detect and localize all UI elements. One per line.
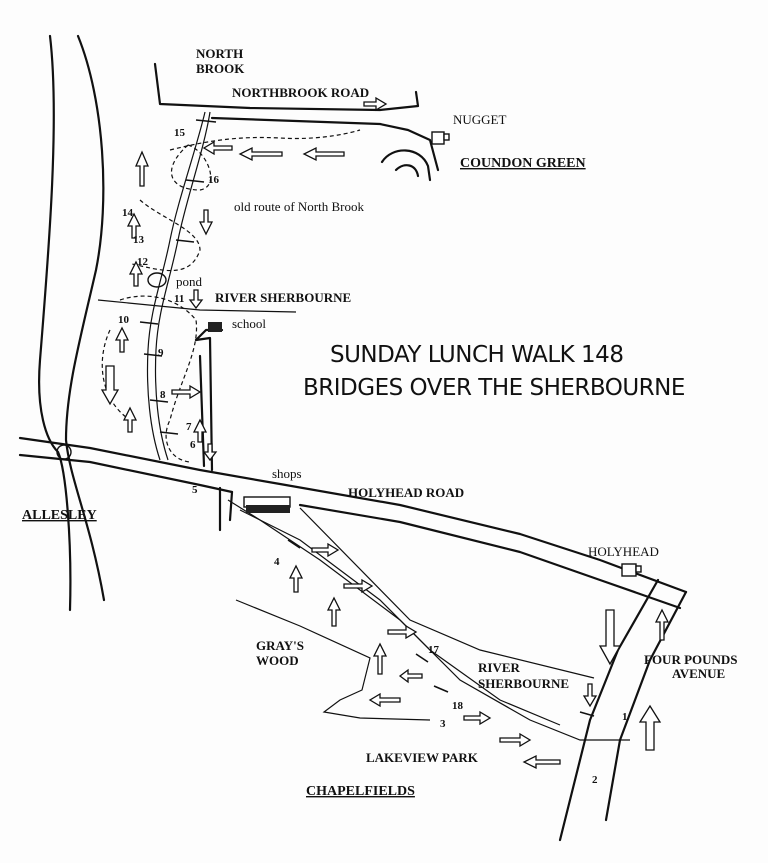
label-river-sherbourne-north: RIVER SHERBOURNE (215, 290, 351, 305)
holyhead-road-north-edge (18, 436, 688, 594)
road-south-of-5 (218, 486, 234, 532)
allesley-road-west-edge (38, 34, 72, 612)
holyhead-road-south-edge (18, 453, 682, 610)
school-lane (194, 336, 214, 472)
direction-arrows (100, 96, 670, 770)
point-12: 12 (137, 256, 149, 268)
point-5: 5 (192, 484, 198, 496)
label-four-pounds-1: FOUR POUNDS (644, 652, 738, 667)
label-grays-wood-2: WOOD (256, 653, 299, 668)
bridge-marks (139, 119, 595, 717)
point-16: 16 (208, 174, 220, 186)
label-northbrook-road: NORTHBROOK ROAD (232, 85, 369, 100)
label-allesley: ALLESLEY (22, 508, 97, 523)
label-north-brook-2: BROOK (196, 61, 245, 76)
nugget-pub-icon (431, 131, 450, 145)
point-8: 8 (160, 389, 166, 401)
sherbourne-through-park-2 (239, 509, 561, 726)
four-pounds-avenue-west (558, 578, 660, 842)
label-holyhead: HOLYHEAD (588, 544, 659, 559)
four-pounds-avenue-east (604, 590, 688, 822)
school-building (208, 322, 222, 332)
point-10: 10 (118, 314, 130, 326)
label-school: school (232, 316, 266, 331)
sherbourne-through-park (227, 499, 630, 741)
point-3: 3 (440, 718, 446, 730)
title-line-2: BRIDGES OVER THE SHERBOURNE (303, 375, 685, 401)
point-13: 13 (133, 234, 145, 246)
northbrook-road-north-edge (153, 62, 420, 112)
walk-route-north (169, 129, 361, 151)
label-lakeview-park: LAKEVIEW PARK (366, 750, 479, 765)
label-chapelfields: CHAPELFIELDS (306, 784, 415, 799)
point-7: 7 (186, 421, 192, 433)
point-14: 14 (122, 207, 134, 219)
north-brook-2 (154, 111, 211, 461)
point-6: 6 (190, 439, 196, 451)
coundon-green-loop (380, 149, 432, 182)
label-river-south-2: SHERBOURNE (478, 676, 569, 691)
point-17: 17 (428, 644, 440, 656)
label-pond: pond (176, 274, 203, 289)
label-river-south-1: RIVER (478, 660, 521, 675)
walk-route-loops (101, 144, 212, 463)
holyhead-pub-icon (621, 563, 642, 577)
label-old-route: old route of North Brook (234, 199, 364, 214)
northbrook-road-south-edge (210, 116, 440, 172)
allesley-road-east-edge (64, 34, 106, 602)
point-1: 1 (622, 711, 628, 723)
label-coundon-green: COUNDON GREEN (460, 156, 586, 171)
point-9: 9 (158, 347, 164, 359)
park-path-north (299, 507, 595, 679)
label-four-pounds-2: AVENUE (672, 666, 725, 681)
title-line-1: SUNDAY LUNCH WALK 148 (330, 342, 623, 368)
label-nugget: NUGGET (453, 112, 506, 127)
point-4: 4 (274, 556, 280, 568)
point-11: 11 (174, 293, 184, 305)
shops-building-dark (246, 505, 290, 513)
label-north-brook-1: NORTH (196, 46, 243, 61)
label-holyhead-road: HOLYHEAD ROAD (348, 485, 464, 500)
label-shops: shops (272, 466, 302, 481)
river-sherbourne-north (97, 299, 297, 313)
north-brook (146, 111, 206, 461)
roundabout (56, 444, 72, 460)
pond (147, 272, 167, 288)
label-grays-wood-1: GRAY'S (256, 638, 304, 653)
point-2: 2 (592, 774, 598, 786)
grays-wood-edge (235, 599, 431, 721)
point-15: 15 (174, 127, 186, 139)
point-18: 18 (452, 700, 464, 712)
